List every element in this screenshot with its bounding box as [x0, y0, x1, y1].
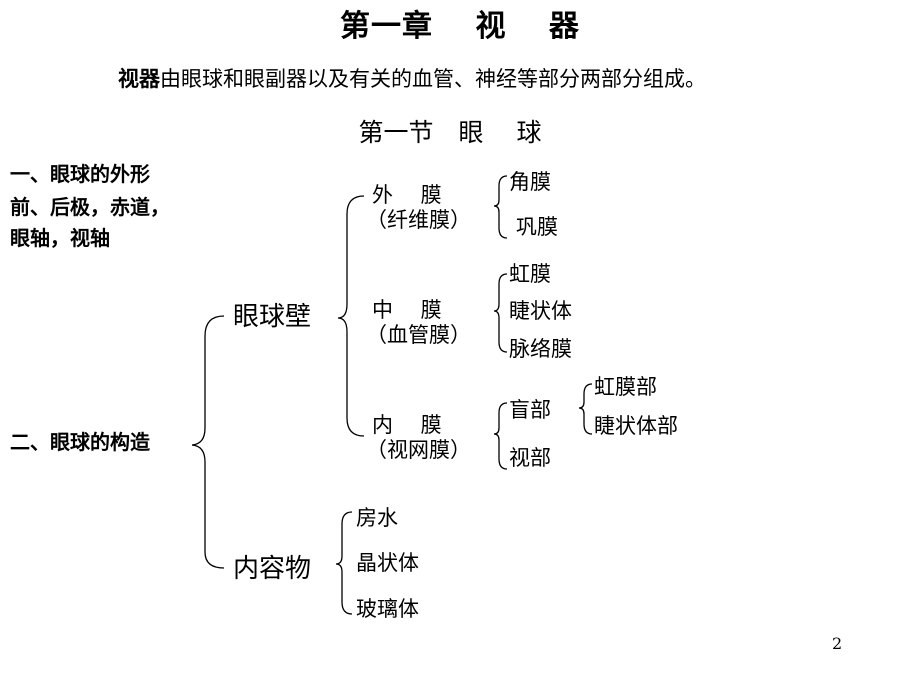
page-number: 2: [832, 634, 843, 653]
tree-node-middle-alias: （血管膜）: [366, 323, 471, 347]
intro-term: 视器: [118, 66, 160, 91]
tree-leaf: 虹膜部: [594, 375, 657, 399]
brace-outer: [493, 175, 508, 239]
tree-leaf: 睫状体: [509, 299, 572, 323]
tree-node-inner: 内 膜: [372, 413, 442, 437]
brace-middle: [493, 273, 508, 353]
shape-terms-line: 眼轴，视轴: [10, 226, 110, 250]
tree-node-outer-alias: （纤维膜）: [366, 208, 471, 232]
tree-node-middle: 中 膜: [372, 298, 442, 322]
tree-node-wall: 眼球壁: [233, 302, 312, 332]
tree-leaf: 虹膜: [509, 262, 551, 286]
tree-leaf: 角膜: [509, 170, 551, 194]
brace-wall: [337, 195, 365, 437]
tree-leaf: 视部: [509, 446, 551, 470]
chapter-title: 第一章 视 器: [340, 9, 580, 44]
tree-leaf: 睫状体部: [594, 414, 678, 438]
tree-node-outer: 外 膜: [372, 183, 442, 207]
brace-inner: [493, 402, 508, 470]
brace-contents: [335, 511, 353, 615]
tree-leaf: 巩膜: [516, 215, 558, 239]
shape-terms-line: 前、后极，赤道，: [10, 195, 170, 219]
tree-leaf: 房水: [356, 506, 398, 530]
tree-leaf: 玻璃体: [356, 597, 419, 621]
tree-leaf: 脉络膜: [509, 337, 572, 361]
tree-leaf: 晶状体: [356, 551, 419, 575]
shape-heading: 一、眼球的外形: [10, 162, 150, 186]
brace-structure: [191, 315, 225, 569]
intro-text: 由眼球和眼副器以及有关的血管、神经等部分两部分组成。: [160, 67, 706, 91]
tree-node-inner-alias: （视网膜）: [366, 438, 471, 462]
section-title: 第一节 眼 球: [358, 118, 542, 147]
intro-sentence: 视器由眼球和眼副器以及有关的血管、神经等部分两部分组成。: [118, 68, 706, 90]
tree-node-blind-part: 盲部: [509, 398, 551, 422]
structure-heading: 二、眼球的构造: [10, 430, 150, 454]
brace-blind: [578, 383, 593, 435]
tree-node-contents: 内容物: [233, 554, 312, 584]
